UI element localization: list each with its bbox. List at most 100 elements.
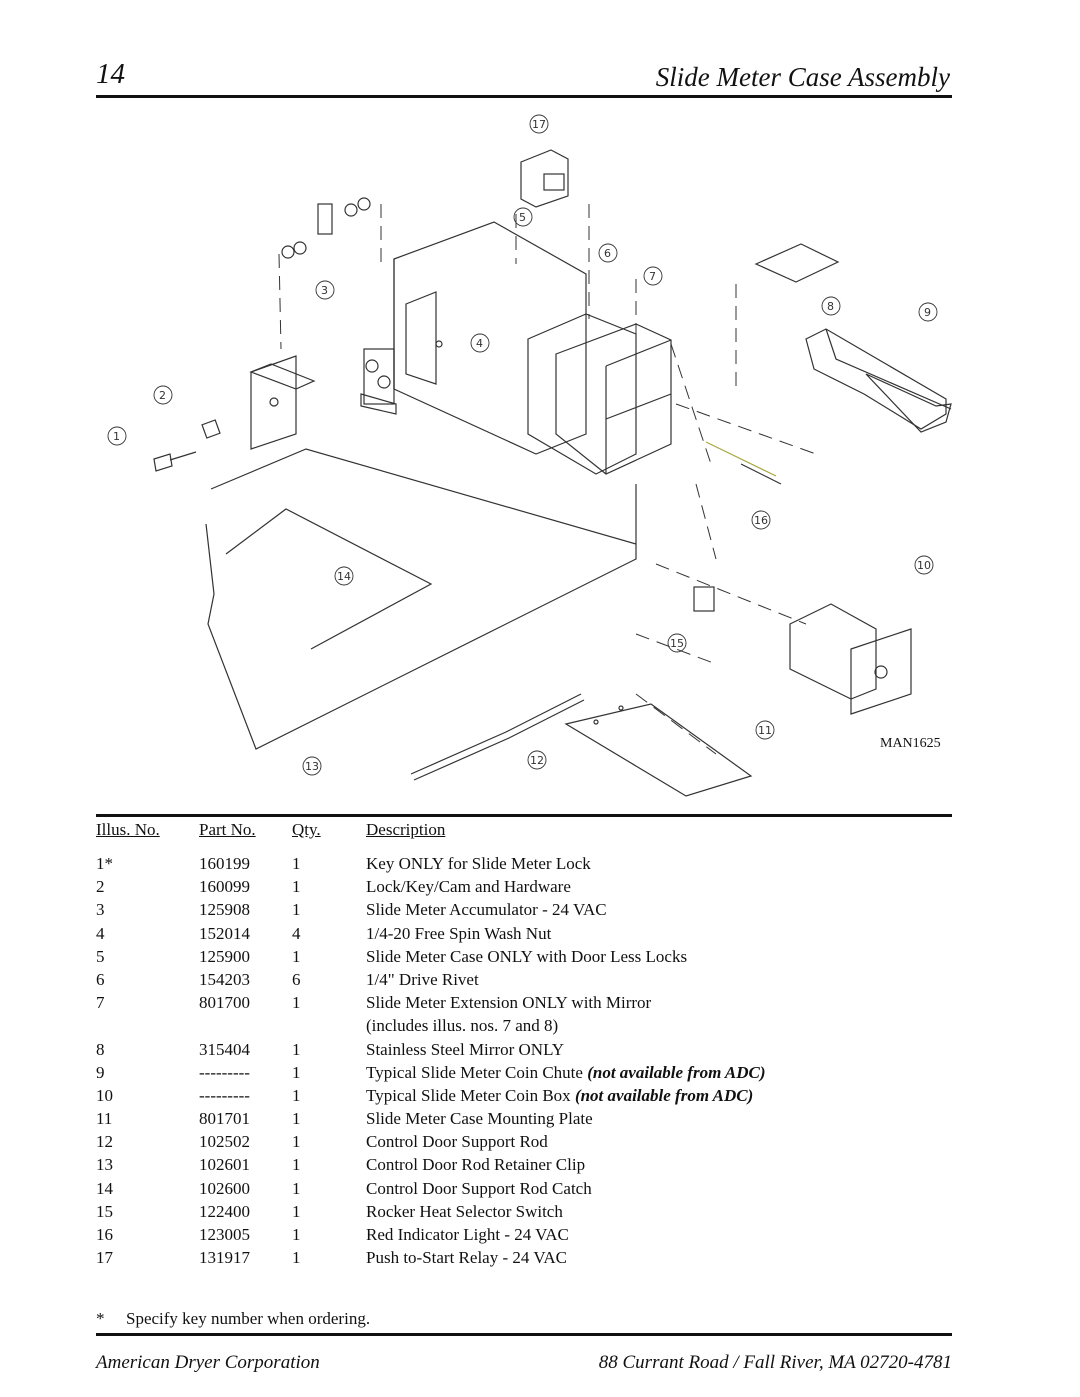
callout-15-label: 15 (670, 637, 684, 650)
part-no-cell-text: 801700 (199, 993, 250, 1013)
illus-no-cell-text: 7 (96, 993, 105, 1013)
description-cell-text: Typical Slide Meter Coin Box (366, 1085, 571, 1105)
illus-no-cell: 12 (96, 1132, 199, 1155)
part-no-cell (199, 1016, 292, 1039)
part-no-cell-text: 160199 (199, 854, 250, 873)
callout-7-label: 7 (649, 270, 656, 283)
description-cell: Typical Slide Meter Coin Box (not availa… (366, 1086, 952, 1109)
description-cell: Rocker Heat Selector Switch (366, 1202, 952, 1225)
description-cell-text: Red Indicator Light - 24 VAC (366, 1225, 569, 1244)
part-no-cell: 102601 (199, 1155, 292, 1178)
header-illus-no: Illus. No. (96, 820, 160, 839)
description-cell-text: Control Door Support Rod (366, 1132, 548, 1152)
description-cell-text: Control Door Rod Retainer Clip (366, 1155, 586, 1175)
parts-table-header: Illus. No. Part No. Qty. Description (96, 820, 952, 854)
part-no-cell: 152014 (199, 924, 292, 947)
qty-cell-text: 1 (292, 1039, 301, 1059)
description-cell: Slide Meter Extension ONLY with Mirror (366, 993, 952, 1016)
hardware-washers (281, 197, 443, 348)
part-no-cell: 801700 (199, 993, 292, 1016)
description-cell-text: Push to-Start Relay - 24 VAC (366, 1248, 568, 1268)
part-no-cell-text: 125900 (199, 946, 250, 966)
header-rule (96, 95, 952, 98)
description-cell: Lock/Key/Cam and Hardware (366, 877, 952, 900)
qty-cell-text: 1 (292, 854, 301, 873)
illus-no-cell-text: 14 (96, 1178, 113, 1198)
illus-no-cell-text: 1* (96, 854, 113, 873)
relay (520, 149, 569, 208)
page-title: Slide Meter Case Assembly (655, 62, 950, 92)
illus-no-cell: 16 (96, 1225, 199, 1248)
qty-cell-text: 4 (292, 923, 301, 943)
rocker-switch (693, 586, 715, 612)
key-and-lock (153, 419, 221, 472)
parts-table: Illus. No. Part No. Qty. Description 1* 1… (96, 820, 952, 1271)
indicator-light (705, 441, 782, 485)
accumulator (360, 348, 397, 415)
qty-cell: 4 (292, 924, 366, 947)
description-cell-text: Slide Meter Case ONLY with Door Less Loc… (366, 946, 688, 966)
part-no-cell-text: 131917 (199, 1248, 250, 1268)
callout-13-label: 13 (305, 760, 319, 773)
part-no-cell-text: 123005 (199, 1225, 250, 1244)
qty-cell-text: 1 (292, 1201, 301, 1221)
qty-cell: 1 (292, 877, 366, 900)
qty-cell-text: 6 (292, 969, 301, 989)
part-no-cell: 125900 (199, 947, 292, 970)
qty-cell-text: 1 (292, 1248, 301, 1268)
part-no-cell-text: 102502 (199, 1132, 250, 1152)
qty-cell: 1 (292, 947, 366, 970)
illus-no-cell: 1* (96, 854, 199, 877)
description-cell: Control Door Support Rod (366, 1132, 952, 1155)
callout-9-label: 9 (924, 306, 931, 319)
callout-2-label: 2 (159, 389, 166, 402)
illus-no-cell: 10 (96, 1086, 199, 1109)
coin-chute (805, 328, 952, 433)
callout-14-label: 14 (337, 570, 351, 583)
illus-no-cell: 6 (96, 970, 199, 993)
callout-3-label: 3 (321, 284, 328, 297)
part-no-cell-text: 160099 (199, 877, 250, 897)
callout-1-label: 1 (113, 430, 120, 443)
description-cell: Slide Meter Accumulator - 24 VAC (366, 900, 952, 923)
callout-10-label: 10 (917, 559, 931, 572)
qty-cell-text: 1 (292, 993, 301, 1013)
qty-cell-text: 1 (292, 1132, 301, 1152)
illus-no-cell-text: 10 (96, 1085, 113, 1105)
illus-no-cell-text: 5 (96, 946, 105, 966)
part-no-cell: 315404 (199, 1040, 292, 1063)
callout-11-label: 11 (758, 724, 772, 737)
qty-cell: 1 (292, 1063, 366, 1086)
callout-6-label: 6 (604, 247, 611, 260)
illus-no-cell: 11 (96, 1109, 199, 1132)
illus-no-cell-text: 13 (96, 1155, 113, 1175)
page-number: 14 (96, 58, 125, 90)
description-cell-text: 1/4" Drive Rivet (366, 969, 479, 989)
coin-box (789, 603, 912, 715)
illus-no-cell-text: 2 (96, 877, 105, 897)
callout-5-label: 5 (519, 211, 526, 224)
description-cell: Control Door Support Rod Catch (366, 1179, 952, 1202)
qty-cell-text: 1 (292, 1062, 301, 1082)
qty-cell: 1 (292, 993, 366, 1016)
illus-no-cell-text: 16 (96, 1225, 113, 1244)
description-cell: Red Indicator Light - 24 VAC (366, 1225, 952, 1248)
description-cell: Key ONLY for Slide Meter Lock (366, 854, 952, 877)
qty-cell-text: 1 (292, 1085, 301, 1105)
part-no-cell: 801701 (199, 1109, 292, 1132)
part-no-cell-text: 315404 (199, 1039, 250, 1059)
part-no-cell: 160099 (199, 877, 292, 900)
part-no-cell-text: 102600 (199, 1178, 250, 1198)
header-qty: Qty. (292, 820, 321, 839)
description-cell: Typical Slide Meter Coin Chute (not avai… (366, 1063, 952, 1086)
callout-12-label: 12 (530, 754, 544, 767)
header-part-no: Part No. (199, 820, 256, 839)
qty-cell: 1 (292, 1155, 366, 1178)
